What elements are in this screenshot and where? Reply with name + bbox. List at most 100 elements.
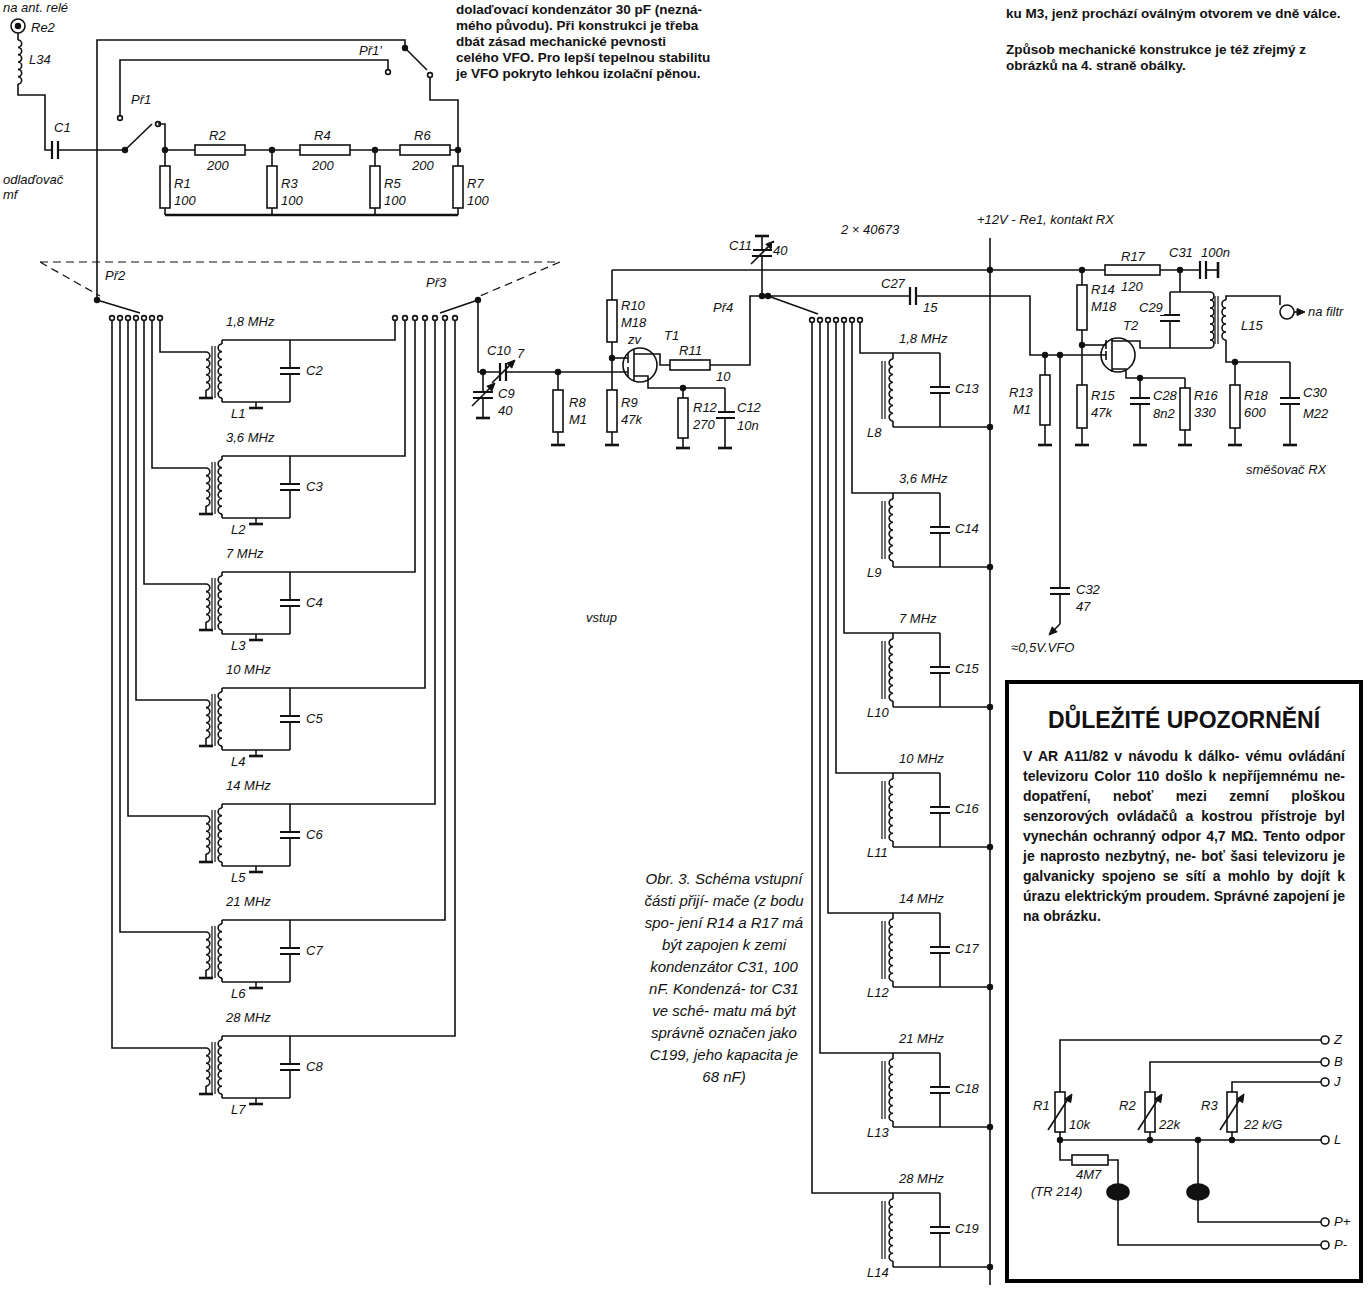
coil-symbol bbox=[206, 700, 210, 738]
switch-contact bbox=[842, 318, 847, 323]
coil-symbol bbox=[889, 359, 893, 421]
component-label: 28 MHz bbox=[898, 1171, 945, 1186]
resistor-symbol bbox=[267, 166, 277, 208]
wire bbox=[611, 270, 613, 300]
switch-contact bbox=[403, 316, 408, 321]
wire bbox=[892, 421, 894, 427]
wire bbox=[1111, 338, 1113, 372]
wire bbox=[120, 60, 388, 118]
component-label: 1,8 MHz bbox=[898, 331, 948, 346]
coil-core bbox=[212, 1042, 215, 1094]
wire bbox=[892, 493, 894, 499]
wire bbox=[939, 953, 941, 987]
terminal bbox=[1321, 1036, 1329, 1044]
capacitor-symbol bbox=[910, 287, 916, 305]
junction-dot bbox=[95, 298, 100, 303]
component-label: C15 bbox=[954, 661, 980, 676]
coil-core bbox=[882, 641, 885, 699]
coil-symbol bbox=[1210, 292, 1214, 348]
component-label: 47k bbox=[620, 412, 643, 427]
component-label: R2 bbox=[208, 128, 227, 143]
wire bbox=[1169, 321, 1171, 348]
arrow-head bbox=[1049, 627, 1057, 635]
component-label: 10k bbox=[1068, 1117, 1091, 1132]
coil-core bbox=[212, 346, 215, 398]
wire bbox=[893, 566, 990, 568]
component-label: 7 MHz bbox=[225, 546, 265, 561]
wire bbox=[1184, 378, 1186, 388]
wire bbox=[939, 493, 941, 527]
wire bbox=[1060, 1040, 1321, 1092]
component-label: C30 bbox=[1302, 385, 1328, 400]
component-label: C10 bbox=[486, 343, 512, 358]
ground-symbol bbox=[199, 397, 213, 400]
article-text: Způsob mechanické konstrukce je též zřej… bbox=[1005, 42, 1352, 74]
component-label: L15 bbox=[1240, 318, 1264, 333]
wire bbox=[97, 300, 140, 313]
component-label: R8 bbox=[568, 395, 587, 410]
wire bbox=[892, 353, 894, 359]
component-label: 100 bbox=[466, 193, 490, 208]
wire bbox=[289, 954, 291, 982]
component-label: R2 bbox=[1118, 1098, 1137, 1113]
capacitor-symbol bbox=[280, 716, 300, 722]
wire bbox=[1234, 362, 1236, 385]
component-label: na filtr bbox=[1307, 304, 1344, 319]
wire bbox=[289, 606, 291, 634]
wire bbox=[1105, 340, 1107, 349]
wire bbox=[289, 1036, 291, 1064]
component-label: +12V - Re1, kontakt RX bbox=[976, 212, 1115, 227]
switch-contact bbox=[818, 318, 823, 323]
wire bbox=[289, 340, 291, 368]
wire bbox=[893, 846, 990, 848]
capacitor-symbol bbox=[930, 387, 950, 393]
capacitor-symbol bbox=[930, 1227, 950, 1233]
wire bbox=[221, 398, 223, 402]
wire bbox=[939, 773, 941, 807]
coil-symbol bbox=[206, 816, 210, 854]
wire bbox=[97, 40, 405, 300]
component-label: 22k bbox=[1158, 1117, 1181, 1132]
wire bbox=[136, 318, 206, 700]
component-label: 10 bbox=[715, 369, 731, 384]
wire bbox=[221, 978, 223, 982]
ground-symbol bbox=[1133, 444, 1147, 447]
junction-dot bbox=[1148, 1138, 1153, 1143]
capacitor-symbol bbox=[280, 948, 300, 954]
switch-contact bbox=[858, 318, 863, 323]
coil-symbol bbox=[889, 1199, 893, 1261]
component-label: C18 bbox=[954, 1081, 980, 1096]
wire bbox=[374, 150, 376, 166]
wire bbox=[627, 367, 629, 377]
schematic-group bbox=[11, 19, 1329, 1285]
wire bbox=[939, 1093, 941, 1127]
coil-core bbox=[882, 501, 885, 559]
resistor-symbol bbox=[553, 390, 563, 432]
component-label: M18 bbox=[1090, 299, 1117, 314]
component-label: L34 bbox=[28, 52, 52, 67]
component-label: B bbox=[1333, 1054, 1344, 1069]
wire bbox=[1289, 362, 1291, 398]
wire bbox=[290, 318, 415, 572]
coil-core bbox=[212, 810, 215, 862]
coil-symbol bbox=[218, 576, 222, 630]
capacitor-symbol bbox=[930, 947, 950, 953]
component-label: M1 bbox=[1012, 402, 1032, 417]
wire bbox=[892, 701, 894, 707]
component-label: C1 bbox=[53, 120, 72, 135]
wire bbox=[939, 393, 941, 427]
article-text: dolaďovací kondenzátor 30 pF (nezná- méh… bbox=[455, 2, 712, 82]
junction-dot bbox=[766, 294, 771, 299]
resistor-symbol bbox=[1072, 1155, 1108, 1165]
resistor-symbol bbox=[370, 166, 380, 208]
switch-contact bbox=[142, 316, 147, 321]
wire bbox=[289, 920, 291, 948]
switch-contact bbox=[158, 316, 163, 321]
junction-dot bbox=[988, 565, 993, 570]
wire bbox=[290, 318, 435, 804]
switch-contact bbox=[850, 318, 855, 323]
wire bbox=[939, 1233, 941, 1267]
component-label: Př4 bbox=[712, 300, 734, 315]
ground-symbol bbox=[1178, 444, 1192, 447]
